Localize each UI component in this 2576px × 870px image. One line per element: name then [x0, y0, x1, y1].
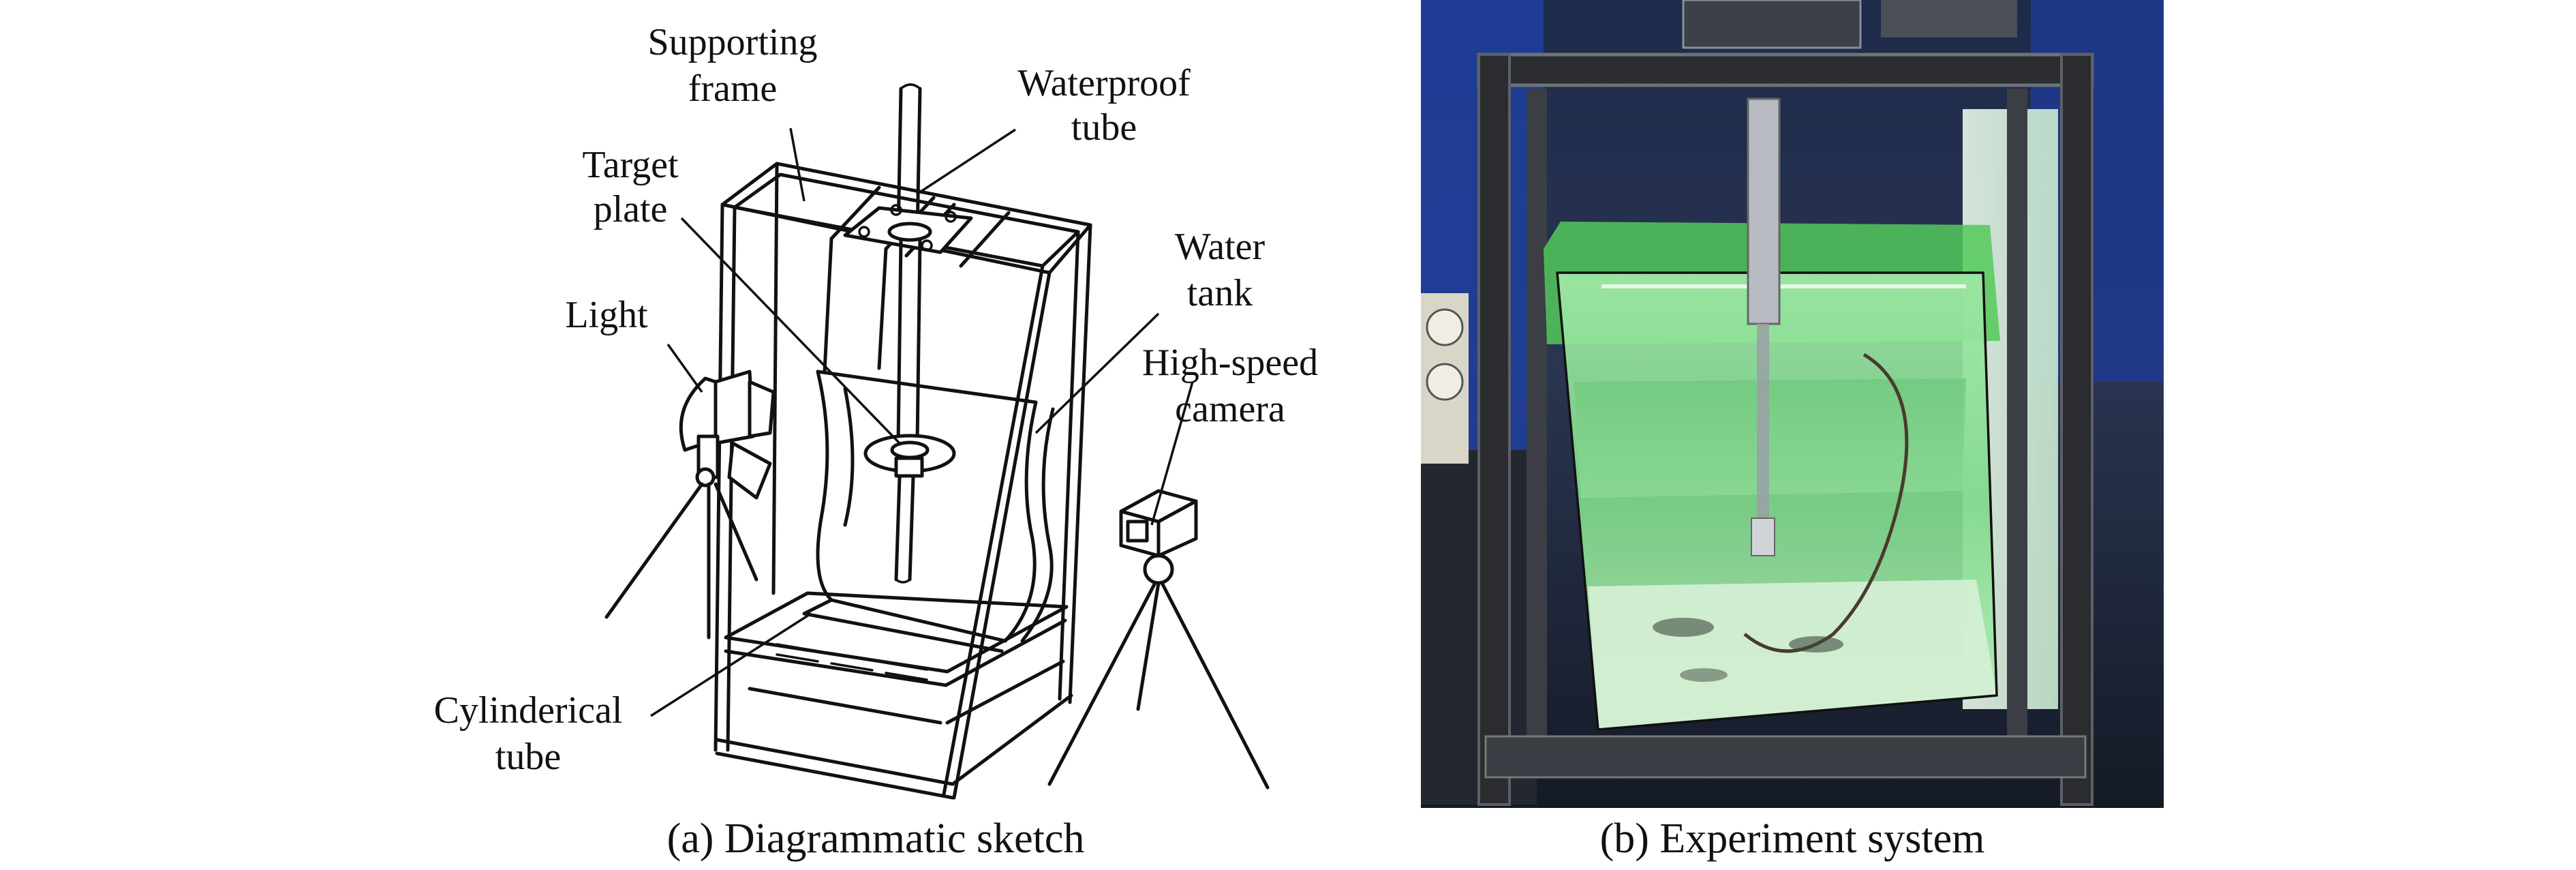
label-waterproof-tube-line1: Waterproof: [1017, 62, 1191, 104]
label-cylindrical-tube-line1: Cylinderical: [434, 689, 623, 732]
waterproof-tube: [843, 83, 973, 445]
label-high-speed-camera-line2: camera: [1175, 388, 1285, 430]
diagram-labels: Supporting frame Waterproof tube Target …: [434, 21, 1318, 778]
label-supporting-frame-line1: Supporting: [648, 21, 818, 63]
label-target-plate-line2: plate: [594, 188, 668, 230]
label-light: Light: [565, 294, 648, 336]
high-speed-camera: [1047, 489, 1270, 790]
supporting-frame: [714, 162, 1092, 800]
leader-lines: [650, 127, 1194, 717]
caption-panel-b: (b) Experiment system: [1600, 815, 1985, 862]
target-plate: [863, 434, 956, 478]
label-water-tank-line1: Water: [1175, 226, 1266, 268]
label-target-plate-line1: Target: [582, 144, 679, 186]
label-supporting-frame-line2: frame: [688, 68, 778, 110]
label-waterproof-tube-line2: tube: [1071, 106, 1137, 149]
light-source: [604, 370, 776, 640]
diagrammatic-sketch-panel: Supporting frame Waterproof tube Target …: [434, 21, 1318, 862]
water-tank: [802, 370, 1055, 653]
experiment-system-photo: [1421, 0, 2164, 808]
label-high-speed-camera-line1: High-speed: [1142, 342, 1318, 384]
cylindrical-tube: [894, 475, 915, 584]
label-cylindrical-tube-line2: tube: [495, 736, 561, 778]
label-water-tank-line2: tank: [1187, 272, 1253, 314]
caption-panel-a: (a) Diagrammatic sketch: [667, 815, 1085, 862]
